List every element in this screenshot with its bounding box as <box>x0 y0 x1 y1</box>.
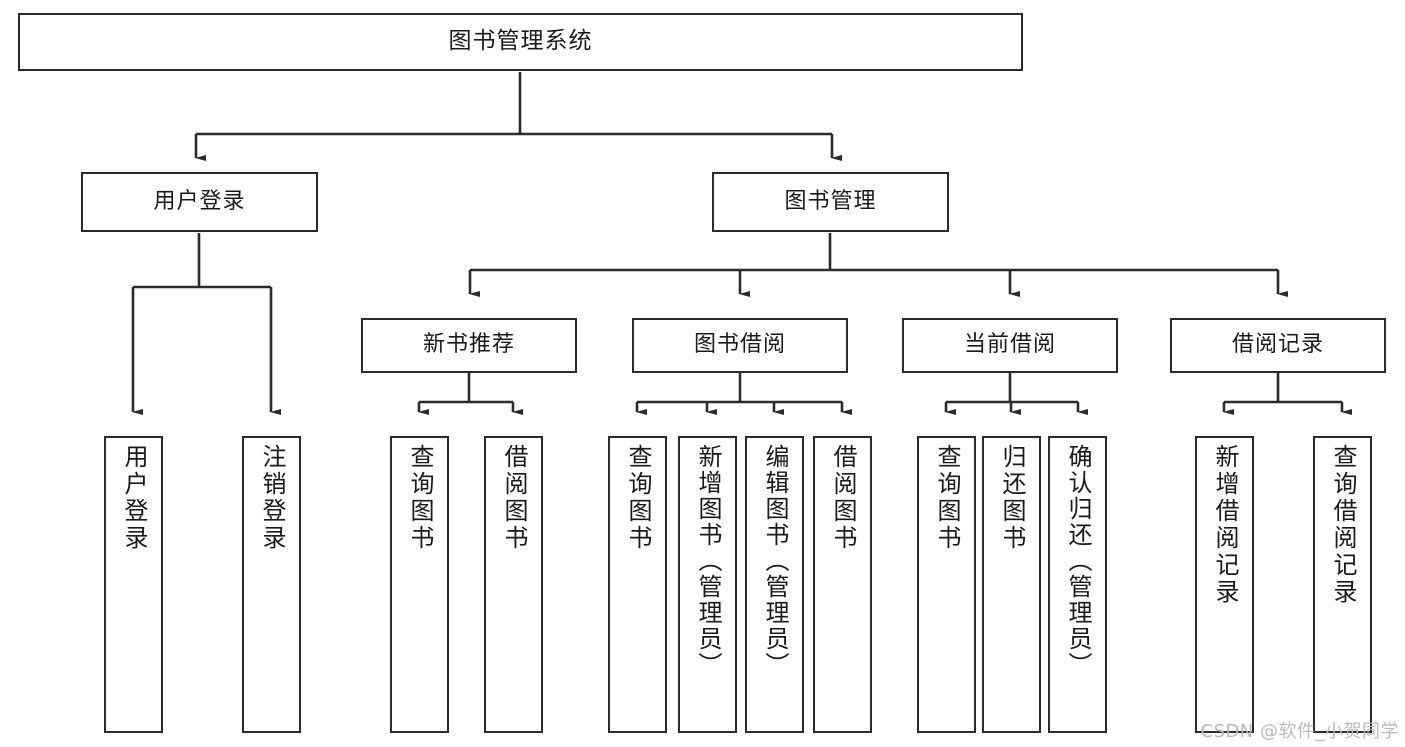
node-label: 新增图书（管理员） <box>693 444 722 678</box>
watermark-text: CSDN @软件_小贺同学 <box>1200 721 1399 742</box>
node-label: 查询借阅记录 <box>1328 444 1357 606</box>
node-label: 编辑图书（管理员） <box>760 444 789 678</box>
node-label: 确认归还（管理员） <box>1063 444 1092 678</box>
node-label: 图书借阅 <box>693 332 786 358</box>
node-borrow-record[interactable]: 借阅记录 <box>1170 318 1386 373</box>
node-new-book-recommend[interactable]: 新书推荐 <box>361 318 577 373</box>
node-label: 新书推荐 <box>422 332 515 358</box>
leaf-record-query-record[interactable]: 查询借阅记录 <box>1313 436 1372 733</box>
node-label: 借阅图书 <box>499 444 528 552</box>
node-label: 借阅记录 <box>1231 332 1324 358</box>
node-label: 图书管理系统 <box>448 28 593 55</box>
leaf-borrow-borrow-book[interactable]: 借阅图书 <box>813 436 872 733</box>
node-label: 归还图书 <box>997 444 1026 552</box>
node-label: 用户登录 <box>153 188 246 214</box>
leaf-current-return-book[interactable]: 归还图书 <box>982 436 1041 733</box>
node-label: 当前借阅 <box>963 332 1056 358</box>
leaf-borrow-add-book-admin[interactable]: 新增图书（管理员） <box>678 436 737 733</box>
leaf-recommend-query-book[interactable]: 查询图书 <box>390 436 449 733</box>
node-label: 查询图书 <box>405 444 434 552</box>
leaf-user-login-signout[interactable]: 注销登录 <box>242 436 301 733</box>
node-current-borrow[interactable]: 当前借阅 <box>902 318 1118 373</box>
node-label: 查询图书 <box>623 444 652 552</box>
leaf-borrow-edit-book-admin[interactable]: 编辑图书（管理员） <box>745 436 804 733</box>
node-label: 图书管理 <box>784 188 877 214</box>
node-user-login[interactable]: 用户登录 <box>81 172 318 232</box>
leaf-record-add-record[interactable]: 新增借阅记录 <box>1195 436 1254 733</box>
node-label: 查询图书 <box>932 444 961 552</box>
leaf-borrow-query-book[interactable]: 查询图书 <box>608 436 667 733</box>
leaf-current-query-book[interactable]: 查询图书 <box>917 436 976 733</box>
node-book-management[interactable]: 图书管理 <box>712 172 949 232</box>
node-label: 借阅图书 <box>828 444 857 552</box>
node-root-system[interactable]: 图书管理系统 <box>18 13 1023 71</box>
leaf-recommend-borrow-book[interactable]: 借阅图书 <box>484 436 543 733</box>
node-book-borrow[interactable]: 图书借阅 <box>632 318 848 373</box>
leaf-current-confirm-return-admin[interactable]: 确认归还（管理员） <box>1048 436 1107 733</box>
leaf-user-login-signin[interactable]: 用户登录 <box>104 436 163 733</box>
node-label: 注销登录 <box>257 444 286 552</box>
node-label: 用户登录 <box>119 444 148 552</box>
node-label: 新增借阅记录 <box>1210 444 1239 606</box>
